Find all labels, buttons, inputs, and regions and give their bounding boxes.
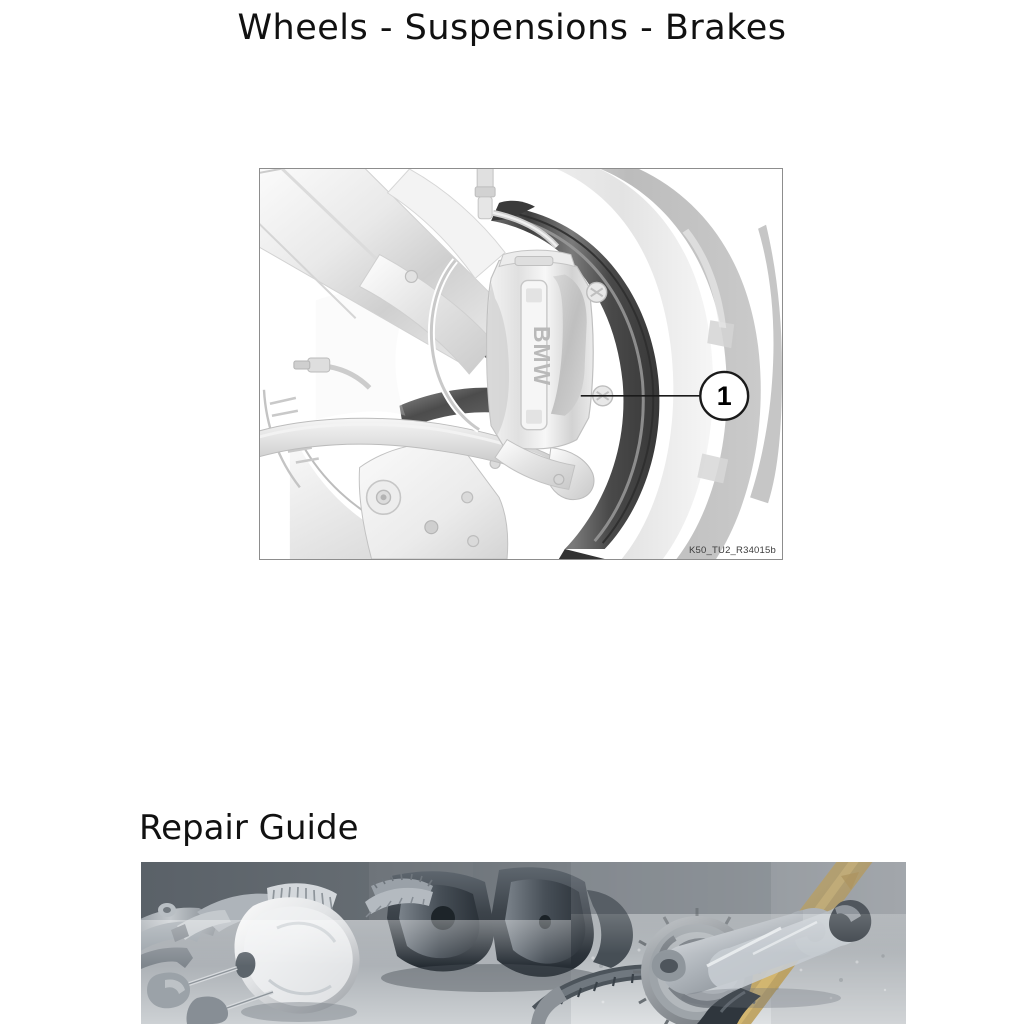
figure-code-label: K50_TU2_R34015b	[689, 545, 776, 556]
crankshaft-ring-gear	[365, 873, 433, 918]
tire-group	[556, 169, 782, 559]
callout-1-group: 1	[580, 370, 750, 421]
fork-assembly-group	[260, 169, 560, 433]
engine-valves	[147, 966, 274, 1024]
repair-guide-heading: Repair Guide	[139, 808, 359, 848]
caliper-brand-label: BMW	[529, 326, 555, 386]
front-wheel-brake-illustration: BMW 1	[260, 169, 782, 559]
brake-line-group	[293, 169, 560, 433]
repair-guide-banner	[141, 862, 906, 1024]
technical-illustration-figure: BMW 1 K50	[259, 168, 783, 560]
brake-caliper-group: BMW	[486, 249, 614, 490]
callout-number: 1	[717, 381, 732, 411]
engine-parts-and-tools-photo	[141, 862, 906, 1024]
mounting-bracket-group	[358, 442, 509, 559]
callout-circle	[699, 370, 750, 421]
page-title: Wheels - Suspensions - Brakes	[237, 8, 787, 48]
caliper-bolts	[586, 281, 614, 407]
